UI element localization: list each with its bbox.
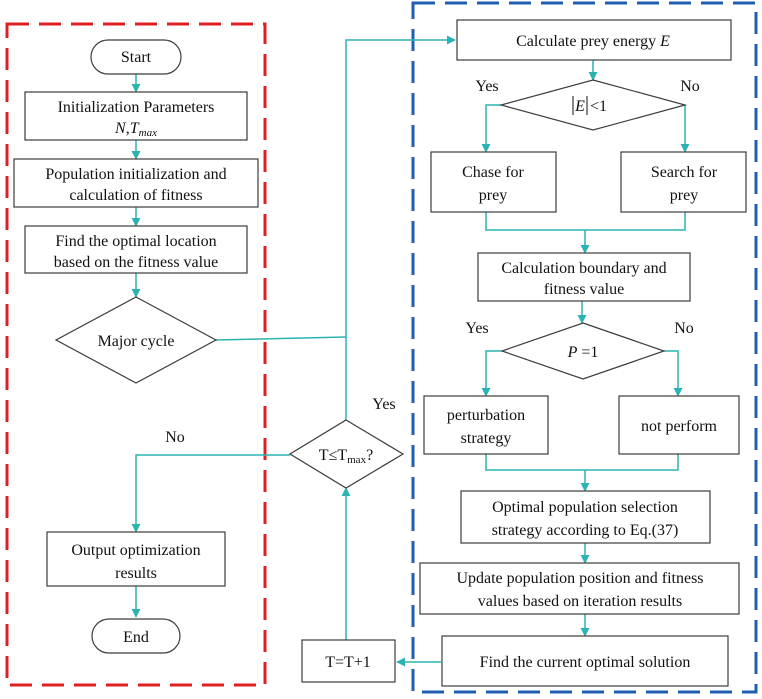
p-condition-label: P =1: [567, 344, 599, 361]
init-params-label: Initialization Parameters: [58, 99, 215, 116]
population-init-node: Population initialization and calculatio…: [13, 158, 259, 208]
init-params-t: T: [130, 120, 140, 137]
init-params-node: Initialization Parameters N,Tmax: [24, 91, 248, 141]
loop-condition-label: T≤Tmax?: [319, 447, 373, 466]
perturbation-line1: perturbation: [447, 407, 525, 424]
p-condition-var: P: [567, 344, 578, 361]
edge-merge-chase-search: [485, 212, 686, 231]
energy-yes-label: Yes: [475, 78, 498, 95]
current-optimal-node: Find the current optimal solution: [441, 635, 729, 687]
energy-condition-node: E <1: [498, 79, 688, 131]
chase-prey-node: Chase for prey: [430, 151, 557, 213]
end-label: End: [123, 629, 149, 646]
loop-no-label: No: [165, 429, 185, 446]
p-yes-label: Yes: [465, 320, 488, 337]
output-line2: results: [115, 565, 157, 582]
energy-condition-var: E: [574, 98, 585, 115]
update-line2: values based on iteration results: [478, 593, 682, 610]
loop-condition-sub: max: [347, 454, 366, 466]
population-init-line2: calculation of fitness: [69, 187, 202, 204]
edge-loop-yes-to-energy: [345, 35, 456, 420]
search-prey-node: Search for prey: [620, 151, 747, 213]
find-optimal-line1: Find the optimal location: [55, 233, 216, 250]
loop-condition-post: ?: [366, 447, 373, 464]
edge-p-no-to-not-perform: [664, 350, 683, 397]
selection-line1: Optimal population selection: [492, 499, 678, 516]
loop-yes-label: Yes: [372, 396, 395, 413]
edge-p-yes-to-perturbation: [481, 350, 502, 397]
p-no-label: No: [674, 320, 694, 337]
loop-condition-pre: T≤T: [319, 447, 348, 464]
chase-prey-line2: prey: [479, 187, 507, 204]
perturbation-line2: strategy: [461, 430, 512, 447]
edge-loop-no-to-output: [131, 454, 290, 533]
perturbation-node: perturbation strategy: [423, 395, 549, 455]
boundary-line2: fitness value: [544, 281, 624, 298]
selection-line2: strategy according to Eq.(37): [492, 522, 679, 539]
chase-prey-line1: Chase for: [462, 164, 524, 181]
not-perform-node: not perform: [618, 395, 740, 455]
not-perform-label: not perform: [641, 418, 718, 435]
find-optimal-line2: based on the fitness value: [54, 254, 218, 271]
output-line1: Output optimization: [71, 542, 200, 559]
energy-no-label: No: [680, 78, 700, 95]
start-label: Start: [121, 49, 152, 66]
right-group-frame: [411, 1, 758, 694]
population-init-line1: Population initialization and: [45, 166, 226, 183]
increment-node: T=T+1: [301, 639, 396, 683]
start-node: Start: [90, 39, 182, 75]
calc-energy-var: E: [659, 33, 670, 50]
find-optimal-node: Find the optimal location based on the f…: [24, 225, 248, 274]
calc-energy-label: Calculate prey energy E: [516, 33, 670, 50]
connectors: [131, 35, 690, 667]
p-condition-node: P =1: [500, 322, 666, 380]
edge-major-cycle-to-loop-line: [215, 336, 347, 341]
search-prey-line2: prey: [670, 187, 698, 204]
end-node: End: [91, 618, 181, 654]
edge-merge-perturbation-notperform: [485, 454, 679, 471]
update-line1: Update population position and fitness: [456, 570, 703, 587]
init-params-formula: N,Tmax: [114, 120, 157, 139]
update-node: Update population position and fitness v…: [419, 562, 740, 615]
p-condition-rest: =1: [577, 344, 598, 361]
boundary-node: Calculation boundary and fitness value: [477, 252, 691, 302]
left-group-frame: [5, 22, 267, 687]
increment-label: T=T+1: [325, 654, 371, 671]
search-prey-line1: Search for: [651, 164, 718, 181]
major-cycle-node: Major cycle: [54, 296, 218, 384]
edge-condition-yes-to-chase: [481, 104, 501, 153]
selection-node: Optimal population selection strategy ac…: [460, 490, 711, 544]
init-params-n: N: [114, 120, 127, 137]
current-optimal-label: Find the current optimal solution: [480, 654, 691, 671]
calc-energy-node: Calculate prey energy E: [456, 19, 732, 61]
loop-condition-node: T≤Tmax?: [288, 419, 405, 489]
init-params-max: max: [139, 127, 157, 139]
calc-energy-text: Calculate prey energy: [516, 33, 660, 50]
energy-condition-rest: <1: [590, 98, 607, 115]
major-cycle-label: Major cycle: [98, 333, 175, 350]
boundary-line1: Calculation boundary and: [501, 260, 666, 277]
output-node: Output optimization results: [46, 531, 226, 587]
